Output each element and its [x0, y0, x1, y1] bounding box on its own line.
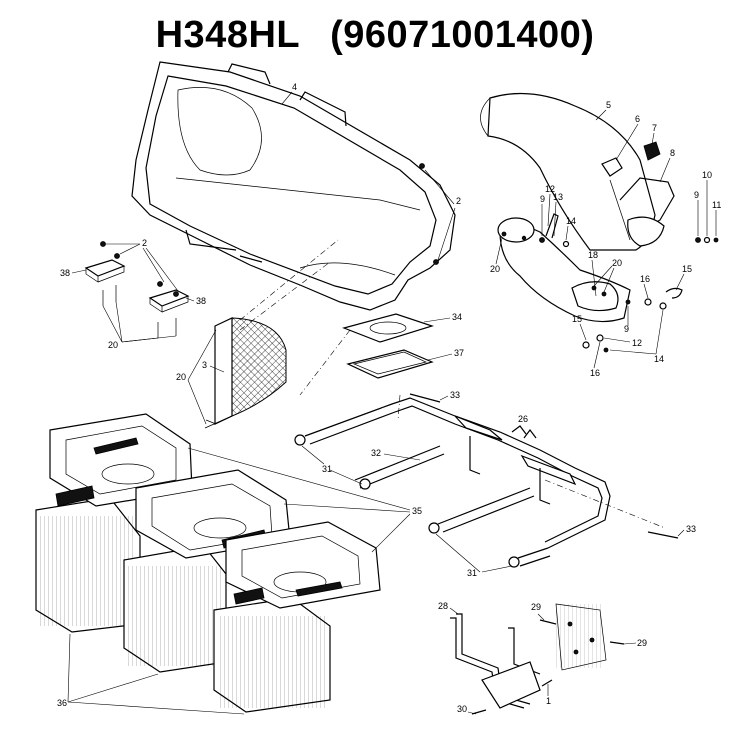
bracket-left-38	[84, 241, 126, 306]
callout-15-upper: 15	[682, 264, 692, 274]
callout-29-left: 29	[531, 602, 541, 612]
callout-10: 10	[702, 170, 712, 180]
bag-set-1	[35, 413, 193, 633]
callout-9-lower: 9	[624, 324, 629, 334]
plate-34	[342, 313, 434, 343]
callout-29-right: 29	[637, 638, 647, 648]
handle-8	[619, 177, 675, 247]
callout-26: 26	[518, 414, 528, 424]
callout-38-left: 38	[60, 268, 70, 278]
callout-14-lower: 14	[654, 354, 664, 364]
callout-34: 34	[452, 312, 462, 322]
model-name: H348HL	[155, 14, 301, 56]
screen-filter-3	[204, 317, 287, 429]
callout-20-chute-left: 20	[490, 264, 500, 274]
callout-32: 32	[371, 448, 381, 458]
callout-14-upper: 14	[566, 216, 576, 226]
callout-31-lower: 31	[467, 568, 477, 578]
callout-6: 6	[635, 114, 640, 124]
callout-28: 28	[438, 601, 448, 611]
callout-33-lower: 33	[686, 524, 696, 534]
callout-36: 36	[57, 698, 67, 708]
callout-35: 35	[412, 506, 422, 516]
callout-7: 7	[652, 123, 657, 133]
callout-38-right: 38	[196, 296, 206, 306]
gasket-37	[346, 349, 434, 379]
callout-20-chute-right: 20	[612, 258, 622, 268]
callout-11: 11	[712, 200, 721, 210]
callout-2-hopper: 2	[456, 196, 461, 206]
callout-12-lower: 12	[632, 338, 642, 348]
callout-2-brackets: 2	[142, 238, 147, 248]
callout-4: 4	[292, 82, 297, 92]
callout-18: 18	[588, 250, 598, 260]
diagram-title: H348HL (96071001400)	[0, 14, 750, 57]
model-part-number: (96071001400)	[330, 14, 595, 56]
pivot-hardware	[582, 287, 683, 353]
callout-20-brackets: 20	[108, 340, 118, 350]
callout-1: 1	[546, 696, 551, 706]
callout-33-upper: 33	[450, 390, 460, 400]
clip-26	[511, 425, 537, 439]
callout-15-lower: 15	[572, 314, 582, 324]
mount-bracket	[450, 603, 625, 715]
callout-31-upper: 31	[322, 464, 332, 474]
callout-13: 13	[553, 192, 563, 202]
callout-30: 30	[457, 704, 467, 714]
callout-8: 8	[670, 148, 675, 158]
pin-33-lower	[647, 531, 679, 539]
callout-37: 37	[454, 348, 464, 358]
clip-6	[601, 157, 623, 177]
callout-9-upper: 9	[540, 194, 545, 204]
callout-3: 3	[202, 360, 207, 370]
callout-16-lower: 16	[590, 368, 600, 378]
pin-33-upper	[409, 393, 441, 403]
latch-7	[643, 141, 661, 161]
callout-5: 5	[606, 100, 611, 110]
callout-16-upper: 16	[640, 274, 650, 284]
callout-12-upper: 12	[545, 184, 555, 194]
callout-20-screen: 20	[176, 372, 186, 382]
bracket-right-38	[148, 281, 190, 338]
hopper-lid	[131, 61, 456, 311]
bag-set-3	[213, 521, 381, 713]
callout-9-right: 9	[694, 190, 699, 200]
chute-elbow	[497, 217, 631, 323]
frame-32	[294, 397, 611, 568]
